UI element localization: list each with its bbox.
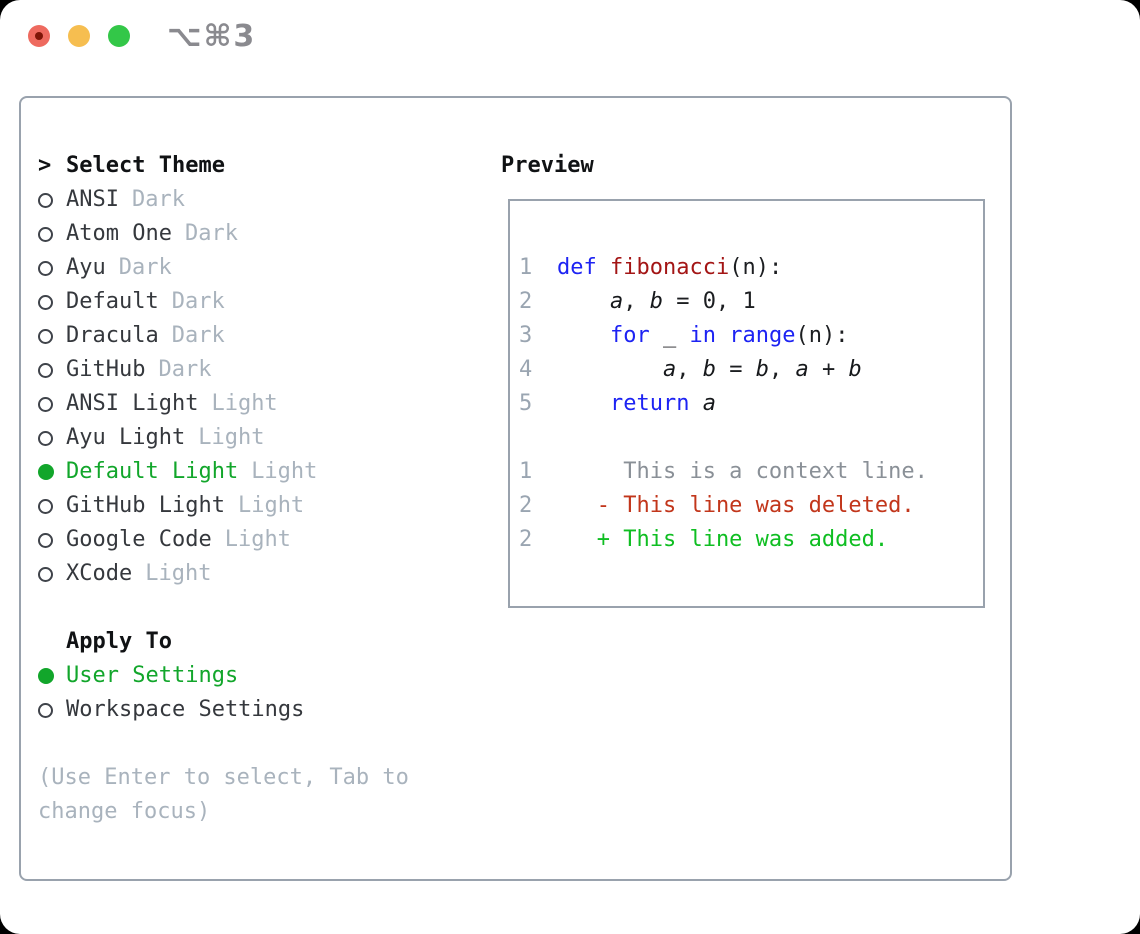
line-number: 3 [519,323,533,348]
theme-option-default-light[interactable]: Default Light Light [38,455,409,489]
variant-tag: Dark [171,323,225,348]
theme-list: > Select Theme ANSI Dark Atom One Dark A… [38,149,409,829]
theme-option-default-dark[interactable]: Default Dark [38,285,409,319]
apply-to-header: Apply To [38,625,409,659]
diff-deleted-line: 2 - This line was deleted. [519,489,983,523]
apply-option-user-settings[interactable]: User Settings [38,659,409,693]
variant-tag: Light [145,561,212,586]
settings-panel: > Select Theme ANSI Dark Atom One Dark A… [19,96,1012,881]
theme-option-ansi-dark[interactable]: ANSI Dark [38,183,409,217]
line-number: 1 [519,459,533,484]
window-title: ⌥⌘3 [167,19,257,54]
caret-icon: > [38,153,52,178]
variant-tag: Light [198,425,265,450]
theme-option-ayu-dark[interactable]: Ayu Dark [38,251,409,285]
theme-option-github-dark[interactable]: GitHub Dark [38,353,409,387]
variant-tag: Dark [118,255,172,280]
diff-added-line: 2 + This line was added. [519,523,983,557]
minimize-button-icon[interactable] [68,25,90,47]
theme-list-title: Select Theme [66,153,225,178]
variant-tag: Light [237,493,305,518]
line-number: 2 [519,493,533,518]
line-number: 5 [519,391,533,416]
radio-icon [38,702,53,718]
radio-icon [38,430,53,446]
radio-selected-icon [38,668,54,684]
theme-option-atom-one-dark[interactable]: Atom One Dark [38,217,409,251]
theme-list-header: > Select Theme [38,149,409,183]
theme-option-github-light[interactable]: GitHub Light Light [38,489,409,523]
theme-option-ayu-light[interactable]: Ayu Light Light [38,421,409,455]
close-button-icon[interactable] [28,25,50,47]
variant-tag: Dark [184,221,238,246]
line-number: 4 [519,357,533,382]
hint-text-line1: (Use Enter to select, Tab to [38,765,409,790]
radio-icon [38,396,53,412]
radio-icon [38,566,53,582]
diff-context-line: 1 This is a context line. [519,455,983,489]
radio-icon [38,192,53,208]
variant-tag: Light [224,527,291,552]
variant-tag: Light [251,459,318,484]
line-number: 2 [519,527,533,552]
hint-text-line2: change focus) [38,799,211,824]
theme-option-ansi-light[interactable]: ANSI Light Light [38,387,409,421]
variant-tag: Dark [158,357,212,382]
code-line: 5 return a [519,387,983,421]
zoom-button-icon[interactable] [108,25,130,47]
radio-icon [38,328,53,344]
code-line: 3 for _ in range(n): [519,319,983,353]
variant-tag: Dark [171,289,225,314]
radio-icon [38,362,53,378]
preview-title: Preview [501,153,594,178]
title-bar: ⌥⌘3 [0,0,1140,75]
radio-icon [38,260,53,276]
theme-option-google-code-light[interactable]: Google Code Light [38,523,409,557]
theme-option-xcode-light[interactable]: XCode Light [38,557,409,591]
apply-option-workspace-settings[interactable]: Workspace Settings [38,693,409,727]
line-number: 1 [519,255,533,280]
radio-icon [38,498,53,514]
radio-icon [38,294,53,310]
radio-icon [38,226,53,242]
theme-option-dracula-dark[interactable]: Dracula Dark [38,319,409,353]
line-number: 2 [519,289,533,314]
variant-tag: Dark [131,187,185,212]
code-line: 4 a, b = b, a + b [519,353,983,387]
radio-icon [38,532,53,548]
code-line: 2 a, b = 0, 1 [519,285,983,319]
variant-tag: Light [211,391,278,416]
radio-selected-icon [38,464,54,480]
apply-to-title: Apply To [66,629,172,654]
